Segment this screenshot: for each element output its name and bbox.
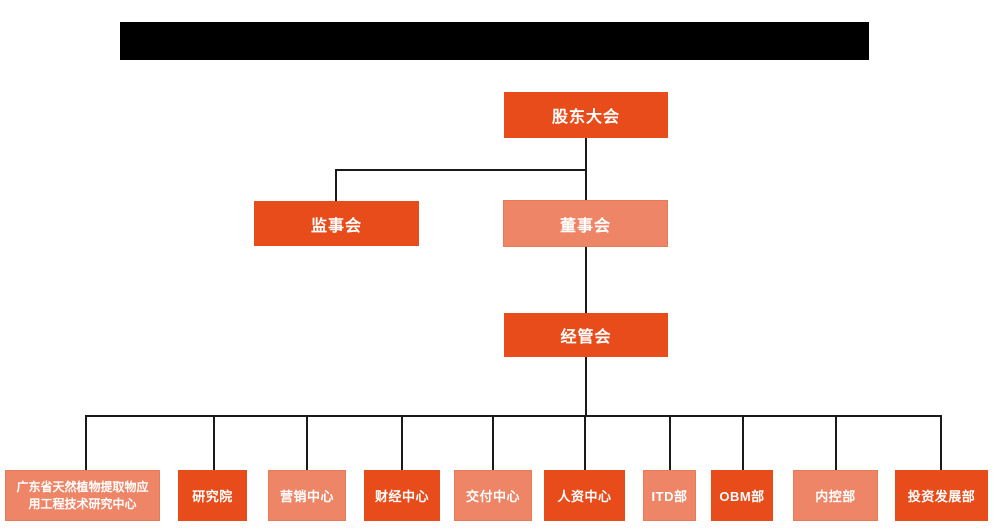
org-box-hr-center: 人资中心: [544, 470, 625, 521]
org-box-obm-department: OBM部: [711, 470, 773, 521]
org-box-guangdong-plant-extract-research-center: 广东省天然植物提取物应用工程技术研究中心: [5, 470, 160, 521]
redacted-title-bar: [120, 22, 869, 60]
org-box-marketing-center: 营销中心: [268, 470, 346, 521]
org-box-board-of-directors: 董事会: [503, 200, 668, 247]
org-box-supervisory-board: 监事会: [254, 201, 419, 246]
org-box-management-committee: 经管会: [504, 313, 668, 357]
org-box-itd-department: ITD部: [643, 470, 696, 521]
org-box-internal-control-department: 内控部: [793, 470, 878, 521]
org-box-finance-center: 财经中心: [364, 470, 440, 521]
org-box-delivery-center: 交付中心: [454, 470, 532, 521]
org-box-shareholders-meeting: 股东大会: [504, 92, 668, 138]
org-box-investment-development-department: 投资发展部: [895, 470, 988, 521]
org-box-research-institute: 研究院: [178, 470, 247, 521]
